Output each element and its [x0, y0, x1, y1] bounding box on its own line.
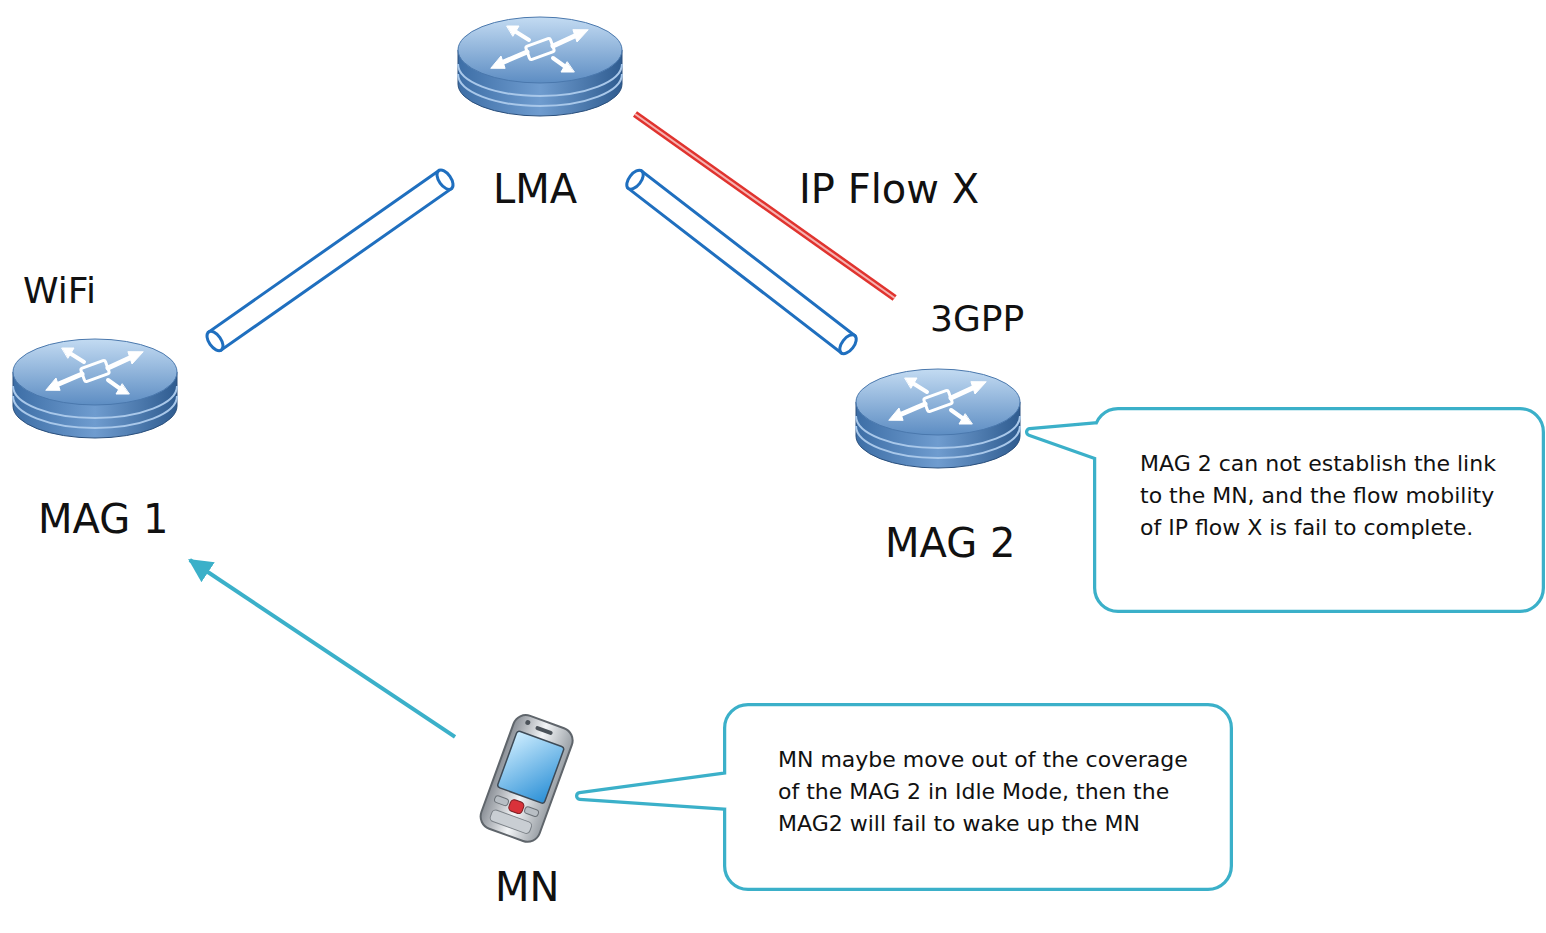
- flow-label: IP Flow X: [795, 166, 983, 212]
- callout-text: MN maybe move out of the coverage of the…: [778, 744, 1212, 840]
- node-label: MAG 2: [885, 520, 1015, 566]
- node-label: LMA: [493, 166, 577, 212]
- router-node: LMA: [445, 8, 635, 220]
- router-node: WiFiMAG 1: [5, 268, 215, 560]
- node-label: MAG 1: [38, 496, 168, 542]
- callout-bubble: MAG 2 can not establish the link to the …: [1098, 412, 1540, 608]
- callout-text-box: MN maybe move out of the coverage of the…: [728, 708, 1228, 840]
- router-icon: [455, 8, 625, 120]
- router-icon: [853, 360, 1023, 472]
- callout-bubble: MN maybe move out of the coverage of the…: [728, 708, 1228, 886]
- callout-text: MAG 2 can not establish the link to the …: [1140, 448, 1522, 544]
- access-type-label: WiFi: [23, 270, 96, 311]
- mobile-node: MN: [455, 712, 605, 920]
- move-arrow: [190, 560, 455, 737]
- node-label: MN: [495, 864, 559, 910]
- callout-text-box: MAG 2 can not establish the link to the …: [1098, 412, 1540, 544]
- tunnel: [204, 167, 456, 353]
- phone-icon: [455, 712, 595, 852]
- access-type-label: 3GPP: [930, 298, 1024, 339]
- callout-outline: [1098, 412, 1540, 608]
- router-icon: [10, 330, 180, 442]
